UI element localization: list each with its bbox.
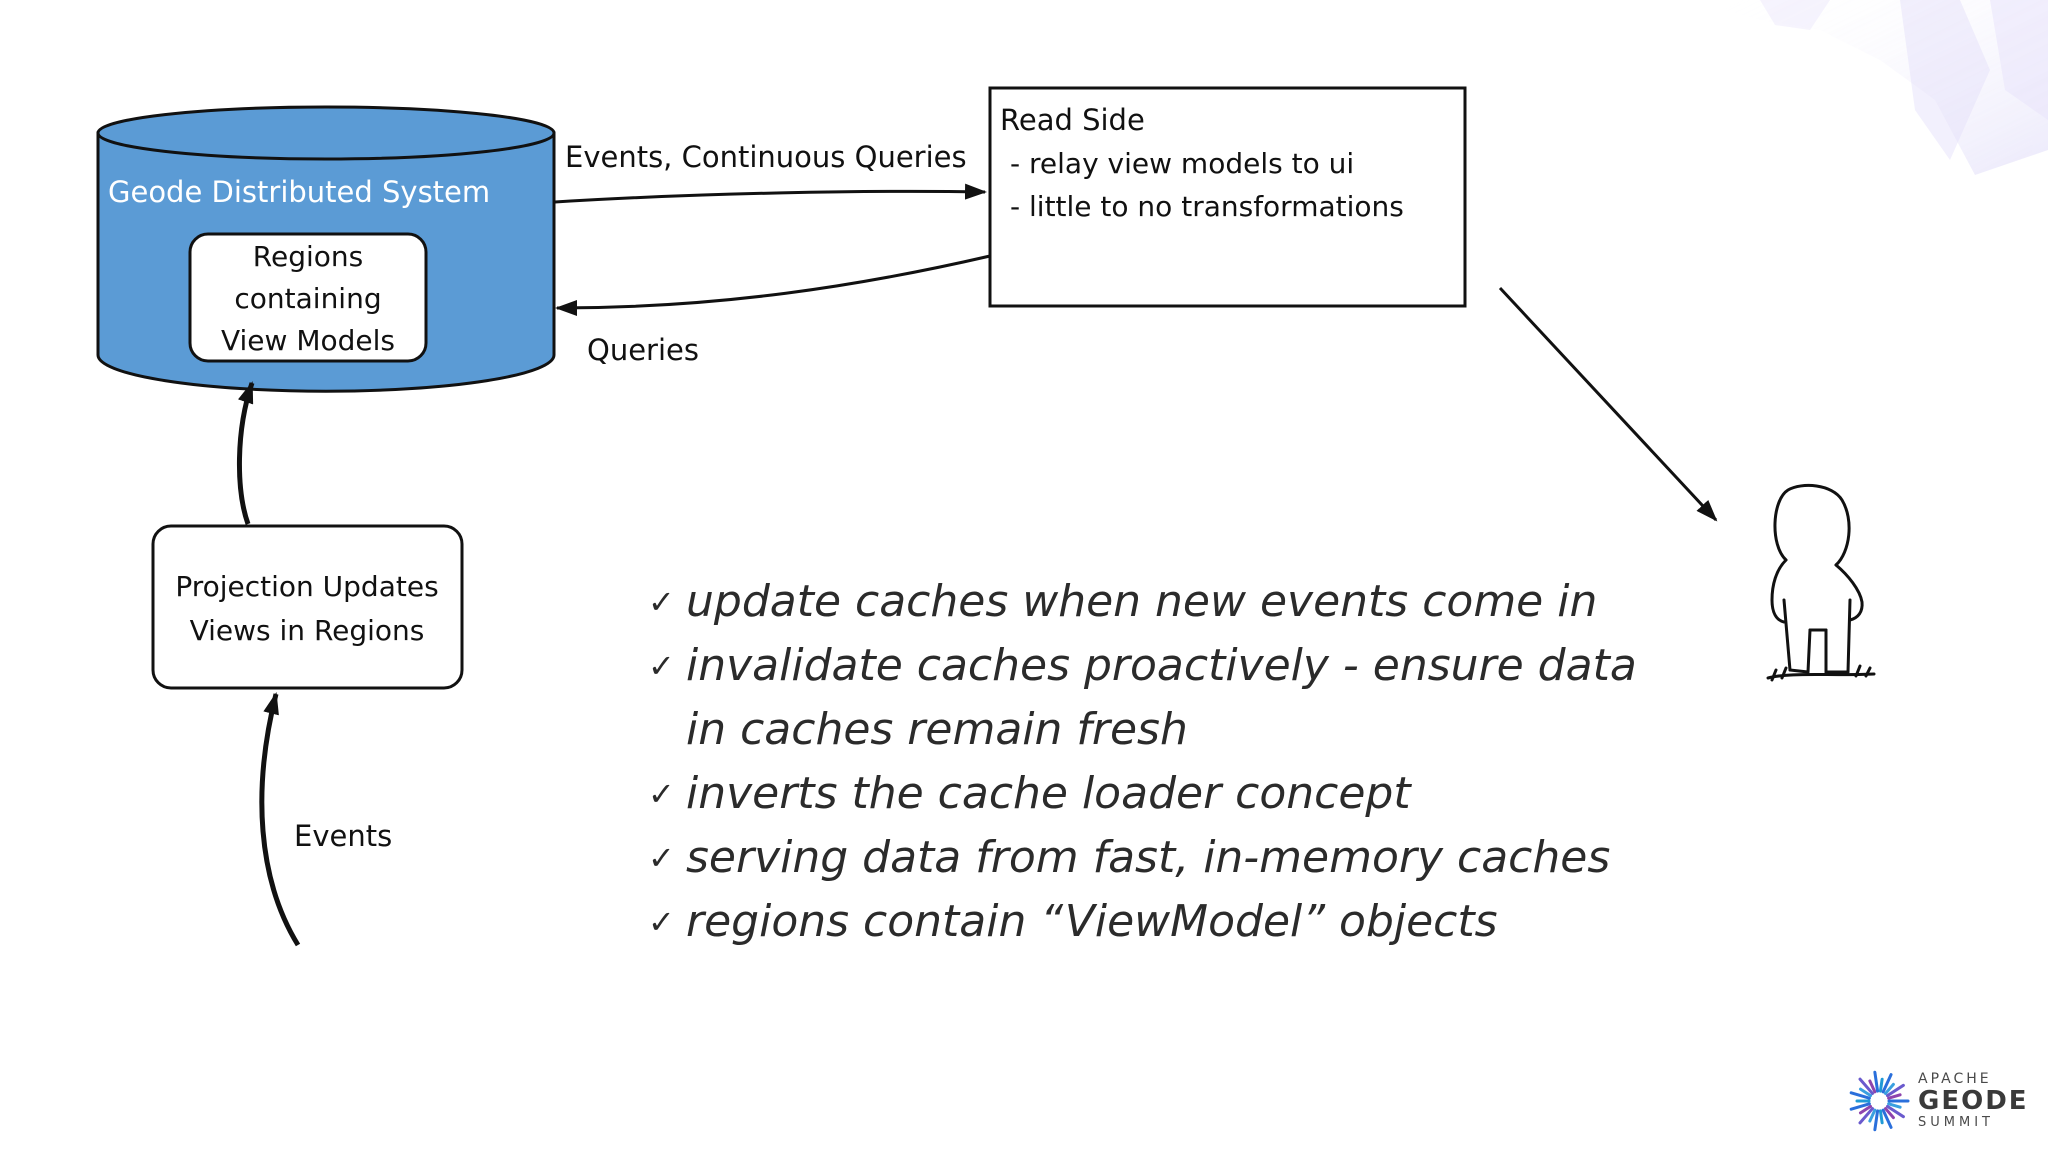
- burst-ray: [1884, 1082, 1895, 1095]
- burst-ray: [1878, 1077, 1884, 1093]
- geode-system-title: Geode Distributed System: [108, 175, 490, 209]
- burst-ray: [1858, 1107, 1874, 1125]
- burst-ray: [1884, 1107, 1895, 1120]
- projection-box: [151, 524, 464, 690]
- bullet-item: ✓ regions contain “ViewModel” objects: [648, 890, 1648, 954]
- burst-ray: [1873, 1070, 1880, 1093]
- burst-ray: [1878, 1109, 1884, 1125]
- logo-geode: GEODE: [1918, 1086, 2029, 1116]
- logo-apache: APACHE: [1918, 1071, 1992, 1087]
- bullet-text: inverts the cache loader concept: [686, 768, 1411, 819]
- burst-ray: [1887, 1093, 1902, 1100]
- bullet-list: ✓ update caches when new events come in …: [648, 570, 1648, 954]
- check-icon: ✓: [648, 903, 675, 941]
- to-user-arrow: [1498, 286, 1718, 522]
- bullet-text: serving data from fast, in-memory caches: [686, 832, 1611, 883]
- bullet-item: ✓ update caches when new events come in: [648, 570, 1648, 634]
- events-cq-label: Events, Continuous Queries: [565, 140, 967, 174]
- queries-label: Queries: [587, 333, 699, 367]
- projection-box-line: Views in Regions: [190, 614, 425, 647]
- bullet-item: ✓ serving data from fast, in-memory cach…: [648, 826, 1648, 890]
- regions-box: [188, 232, 428, 363]
- check-icon: ✓: [648, 583, 675, 621]
- burst-ray: [1858, 1077, 1874, 1095]
- bullet-text: in caches remain fresh: [686, 704, 1188, 755]
- burst-ray: [1868, 1108, 1877, 1123]
- burst-ray: [1887, 1102, 1902, 1109]
- geode-summit-logo: APACHE GEODE SUMMIT: [1848, 1068, 2038, 1134]
- check-icon: ✓: [648, 775, 675, 813]
- burst-ray: [1858, 1104, 1873, 1115]
- projection-box-line: Projection Updates: [175, 570, 438, 603]
- regions-box-line: containing: [234, 282, 381, 315]
- events-cq-arrow: [554, 183, 987, 204]
- burst-ray: [1849, 1091, 1871, 1100]
- read-side-line: - little to no transformations: [1010, 190, 1404, 223]
- user-figure-icon: [1766, 483, 1876, 682]
- queries-arrow: [555, 254, 991, 316]
- bullet-item: ✓ inverts the cache loader concept: [648, 762, 1648, 826]
- burst-ray: [1858, 1087, 1873, 1098]
- events-label: Events: [294, 819, 392, 853]
- read-side-box: [988, 86, 1467, 308]
- logo-summit: SUMMIT: [1918, 1115, 1994, 1130]
- projection-to-geode-arrow: [236, 381, 255, 525]
- burst-ray: [1881, 1073, 1893, 1094]
- crystal-decoration: [1690, 0, 2048, 175]
- events-arrow: [259, 692, 301, 947]
- check-icon: ✓: [648, 839, 675, 877]
- bullet-text: invalidate caches proactively - ensure d…: [686, 640, 1637, 691]
- bullet-text: update caches when new events come in: [686, 576, 1598, 627]
- read-side-line: - relay view models to ui: [1010, 147, 1354, 180]
- burst-ray: [1885, 1104, 1905, 1119]
- burst-ray: [1849, 1102, 1871, 1111]
- read-side-title: Read Side: [1000, 103, 1145, 137]
- burst-ray: [1885, 1083, 1905, 1098]
- geode-burst-icon: [1849, 1070, 1910, 1132]
- check-icon: ✓: [648, 647, 675, 685]
- burst-ray: [1881, 1108, 1893, 1129]
- bullet-item: ✓ invalidate caches proactively - ensure…: [648, 634, 1648, 762]
- regions-box-line: View Models: [221, 324, 395, 357]
- bullet-text: regions contain “ViewModel” objects: [686, 896, 1498, 947]
- regions-box-line: Regions: [253, 240, 363, 273]
- burst-ray: [1868, 1079, 1877, 1094]
- burst-ray: [1873, 1109, 1880, 1132]
